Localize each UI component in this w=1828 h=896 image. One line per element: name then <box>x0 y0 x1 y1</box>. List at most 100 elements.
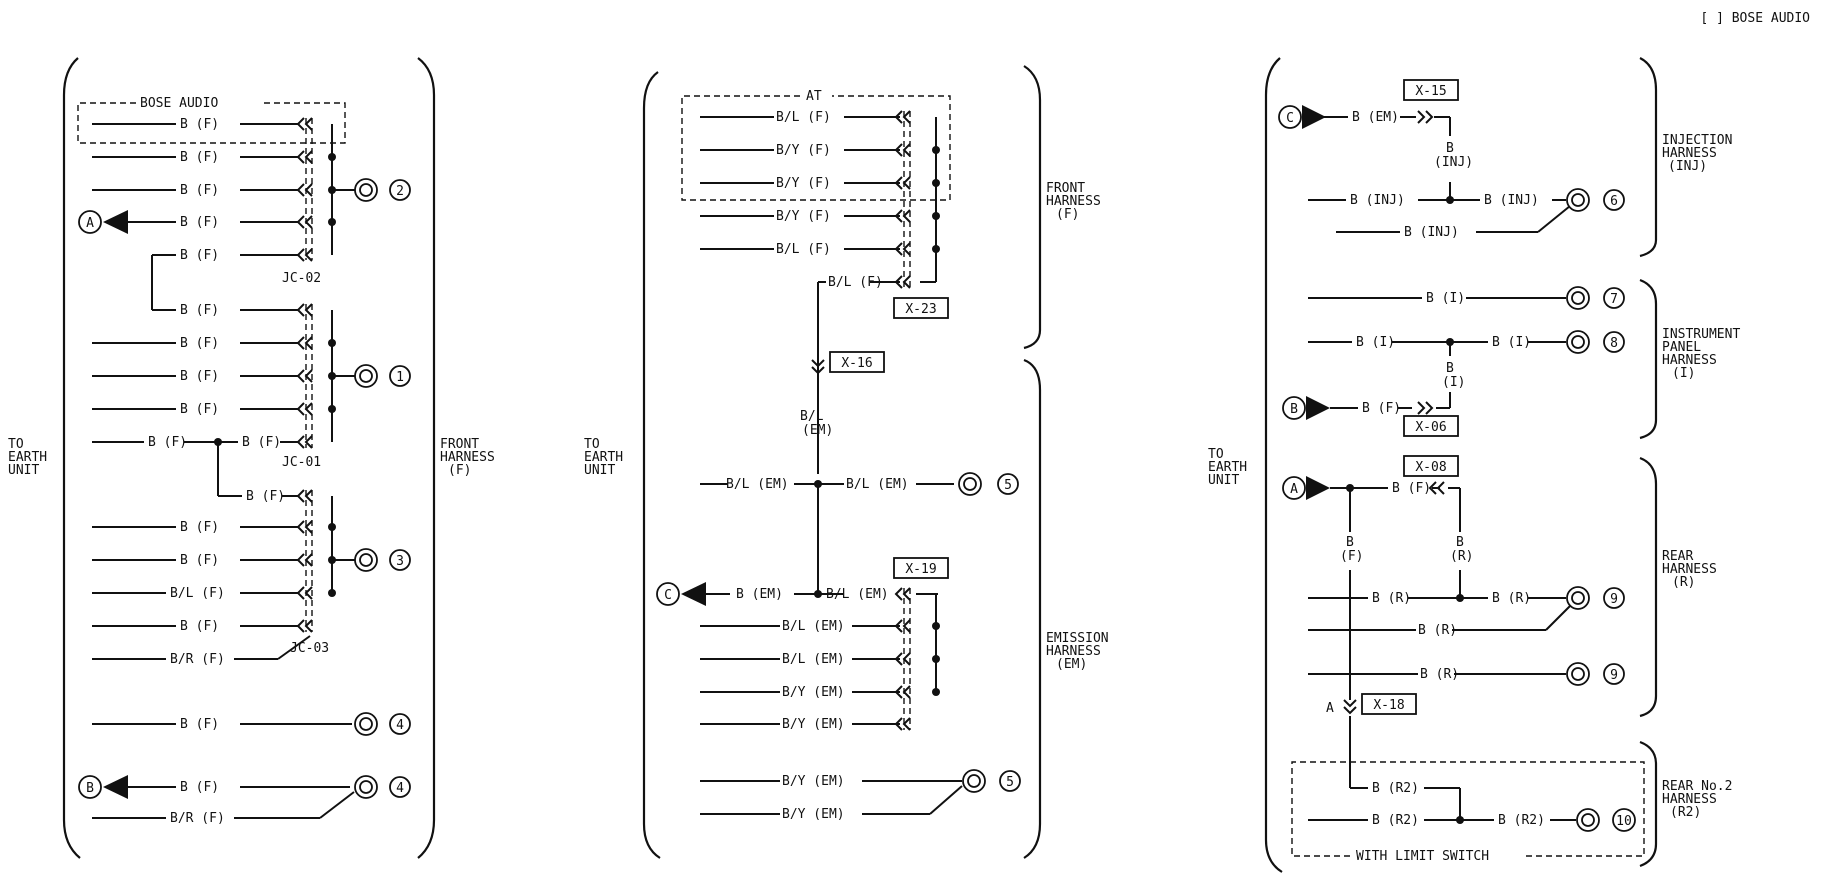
wire-label: (INJ) <box>1434 155 1473 170</box>
connector-chevrons <box>1343 110 1445 715</box>
column-1: TO EARTH UNIT FRONT HARNESS (F) BOSE AUD… <box>8 57 495 859</box>
connector-B: B <box>1282 396 1330 420</box>
connector-A: A <box>78 210 128 234</box>
wire-label: B/L (EM) <box>782 652 845 667</box>
wire-label: B/R (F) <box>170 811 225 826</box>
earth-symbol <box>1576 808 1600 832</box>
wire-label: B (I) <box>1492 335 1531 350</box>
connector-id: X-18 <box>1373 698 1404 713</box>
connector-letter: A <box>1290 482 1298 497</box>
to-earth-label: EARTH <box>1208 460 1247 475</box>
harness-label: FRONT <box>440 437 479 452</box>
harness-label: HARNESS <box>1662 353 1717 368</box>
connector-letter: C <box>664 588 672 603</box>
connector-id: X-15 <box>1415 84 1446 99</box>
junction-label: JC-03 <box>290 641 329 656</box>
harness-label: INJECTION <box>1662 133 1732 148</box>
wire-label: B (F) <box>148 435 187 450</box>
harness-label: HARNESS <box>1662 562 1717 577</box>
earth-symbol <box>1566 188 1590 212</box>
wire-label: B (R) <box>1418 623 1457 638</box>
wire-label: B (R2) <box>1372 781 1419 796</box>
connector-id: X-06 <box>1415 420 1446 435</box>
earth-number: 5 <box>1004 478 1012 493</box>
wire-label: B (F) <box>180 336 219 351</box>
harness-label: (INJ) <box>1668 159 1707 174</box>
to-earth-label: EARTH <box>584 450 623 465</box>
wire-label: B/L (EM) <box>826 587 889 602</box>
connector-id: X-19 <box>905 562 936 577</box>
wire-label: B/L (EM) <box>782 619 845 634</box>
wire-label: B (INJ) <box>1404 225 1459 240</box>
earth-symbol <box>354 548 378 572</box>
wire-label: B <box>1456 535 1464 550</box>
to-earth-label: TO <box>1208 447 1224 462</box>
wire-label: (R) <box>1450 549 1473 564</box>
wire-label: B (EM) <box>736 587 783 602</box>
to-earth-label: UNIT <box>8 463 39 478</box>
earth-symbol <box>1566 330 1590 354</box>
wire-labels: B (EM) B (INJ) B (INJ) B (INJ) B (I) B (… <box>1326 110 1545 828</box>
wire-label: B/Y (F) <box>776 176 831 191</box>
wire-label: B/L (EM) <box>846 477 909 492</box>
wire-label: (F) <box>1340 549 1363 564</box>
to-earth-label: TO <box>584 437 600 452</box>
harness-label: INSTRUMENT <box>1662 327 1740 342</box>
right-bracket <box>1639 278 1658 440</box>
wire-label: B (F) <box>1392 481 1431 496</box>
earth-symbol <box>1566 586 1590 610</box>
harness-label: HARNESS <box>1662 146 1717 161</box>
earth-symbol <box>354 775 378 799</box>
left-bracket <box>1264 57 1283 873</box>
wire-label: B (R) <box>1492 591 1531 606</box>
wire-label: B (F) <box>180 303 219 318</box>
harness-label: HARNESS <box>1046 644 1101 659</box>
right-bracket <box>1023 358 1042 859</box>
column-3: TO EARTH UNIT INJECTION HARNESS (INJ) IN… <box>1208 57 1740 873</box>
connector-letter: B <box>1290 402 1298 417</box>
at-group-box <box>681 95 951 201</box>
wire-label: B/R (F) <box>170 652 225 667</box>
earth-symbol <box>958 472 982 496</box>
earth-symbol <box>354 364 378 388</box>
wire-label: B (F) <box>180 402 219 417</box>
junction-dots <box>814 146 940 696</box>
to-earth-label: TO <box>8 437 24 452</box>
pin-label: A <box>1326 701 1334 716</box>
wire-label: B (F) <box>180 553 219 568</box>
wire-label: B/L <box>800 409 824 424</box>
harness-label: HARNESS <box>1662 792 1717 807</box>
wire-label: B/L (F) <box>170 586 225 601</box>
earth-symbol <box>962 769 986 793</box>
wire-label: B (INJ) <box>1484 193 1539 208</box>
wires <box>1308 116 1576 821</box>
earth-points <box>958 472 986 793</box>
connector-id-boxes: X-23 X-16 X-19 <box>829 297 949 579</box>
harness-label: FRONT <box>1046 181 1085 196</box>
junction-dots <box>214 153 336 597</box>
connector-C: C <box>656 582 706 606</box>
wire-label: B (R2) <box>1372 813 1419 828</box>
connector-id: X-23 <box>905 302 936 317</box>
wire-label: B (F) <box>180 248 219 263</box>
wire-label: B/Y (EM) <box>782 685 845 700</box>
earth-number: 6 <box>1610 194 1618 209</box>
earth-numbers: 5 5 <box>997 473 1021 792</box>
earth-symbol <box>1566 286 1590 310</box>
to-earth-label: EARTH <box>8 450 47 465</box>
group-label: AT <box>806 89 822 104</box>
wire-label: B (F) <box>180 717 219 732</box>
harness-label: (F) <box>1056 207 1079 222</box>
earth-numbers: 6 7 8 9 9 10 <box>1603 189 1636 832</box>
group-label: BOSE AUDIO <box>140 96 218 111</box>
right-bracket <box>1639 740 1658 868</box>
to-earth-label: UNIT <box>1208 473 1239 488</box>
wire-label: B (F) <box>242 435 281 450</box>
wire-label: B/Y (F) <box>776 209 831 224</box>
to-earth-label: UNIT <box>584 463 615 478</box>
connector-chevrons <box>811 110 911 731</box>
harness-label: HARNESS <box>440 450 495 465</box>
group-label: WITH LIMIT SWITCH <box>1356 849 1489 864</box>
wire-label: B/L (F) <box>776 242 831 257</box>
